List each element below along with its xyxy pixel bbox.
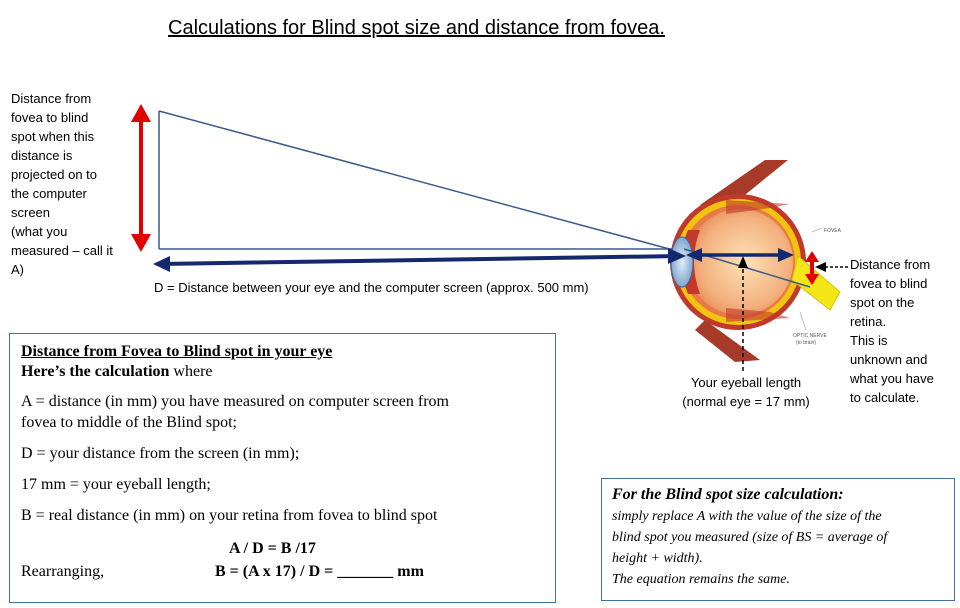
label-line: the computer [11, 186, 87, 201]
distance-b-label: Distance from fovea to blind spot on the… [850, 255, 934, 407]
eyeball-length-label: Your eyeball length (normal eye = 17 mm) [671, 373, 821, 411]
distance-a-label: Distance from fovea to blind spot when t… [11, 89, 113, 279]
label-line: what you have [850, 371, 934, 386]
size-line: blind spot you measured (size of BS = av… [612, 530, 888, 545]
blind-spot-size-box: For the Blind spot size calculation: sim… [601, 478, 955, 601]
size-line: The equation remains the same. [612, 572, 790, 587]
label-line: retina. [850, 314, 887, 329]
page-title: Calculations for Blind spot size and dis… [168, 17, 665, 39]
size-line: simply replace A with the value of the s… [612, 509, 882, 524]
eyeball-leader [738, 256, 748, 372]
red-arrow-a [131, 104, 151, 252]
calc-heading: Distance from Fovea to Blind spot in you… [21, 343, 333, 360]
distance-d-label: D = Distance between your eye and the co… [154, 280, 589, 295]
eyeball-length-arrow [686, 248, 794, 262]
calc-subheading-bold: Here’s the calculation [21, 363, 170, 380]
calc-equation: A / D = B /17 [229, 540, 316, 557]
label-line: screen [11, 205, 51, 220]
label-line: Distance from [11, 91, 92, 106]
label-line: Distance from [850, 257, 931, 272]
distance-d-arrow [153, 248, 686, 272]
rearranging-label: Rearranging, [21, 563, 105, 580]
optic-nerve-tag: OPTIC NERVE [793, 333, 827, 339]
retina-leader [815, 262, 848, 272]
calc-line-a1: A = distance (in mm) you have measured o… [21, 393, 449, 410]
size-line: height + width). [612, 551, 703, 566]
calc-line-d: D = your distance from the screen (in mm… [21, 445, 300, 462]
label-line: fovea to blind [11, 110, 89, 125]
calculation-box: Distance from Fovea to Blind spot in you… [9, 333, 556, 603]
calc-line-17: 17 mm = your eyeball length; [21, 476, 211, 493]
fovea-tag: FOVEA [824, 228, 842, 234]
label-line: projected on to [11, 167, 98, 182]
label-line: unknown and [850, 352, 928, 367]
calc-line-b: B = real distance (in mm) on your retina… [21, 507, 438, 524]
eye-illustration: FOVEA OPTIC NERVE (to brain) [670, 160, 842, 362]
label-line: distance is [11, 148, 73, 163]
label-line: (normal eye = 17 mm) [682, 394, 810, 409]
calc-line-a2: fovea to middle of the Blind spot; [21, 414, 237, 431]
label-line: A) [11, 262, 24, 277]
red-arrow-b [805, 251, 819, 285]
label-line: spot on the [850, 295, 915, 310]
label-line: to calculate. [850, 390, 920, 405]
label-line: (what you [11, 224, 68, 239]
calc-subheading: Here’s the calculation where [21, 362, 555, 382]
rearranged-equation: B = (A x 17) / D = _______ mm [215, 563, 424, 580]
size-heading: For the Blind spot size calculation: [612, 486, 844, 503]
label-line: measured – call it [11, 243, 113, 258]
calc-subheading-rest: where [169, 363, 213, 380]
label-line: fovea to blind [850, 276, 928, 291]
label-line: Your eyeball length [690, 375, 802, 390]
to-brain-tag: (to brain) [796, 340, 816, 346]
label-line: spot when this [11, 129, 95, 144]
label-line: This is [850, 333, 888, 348]
calc-rearranging-row: Rearranging, B = (A x 17) / D = _______ … [21, 561, 555, 582]
